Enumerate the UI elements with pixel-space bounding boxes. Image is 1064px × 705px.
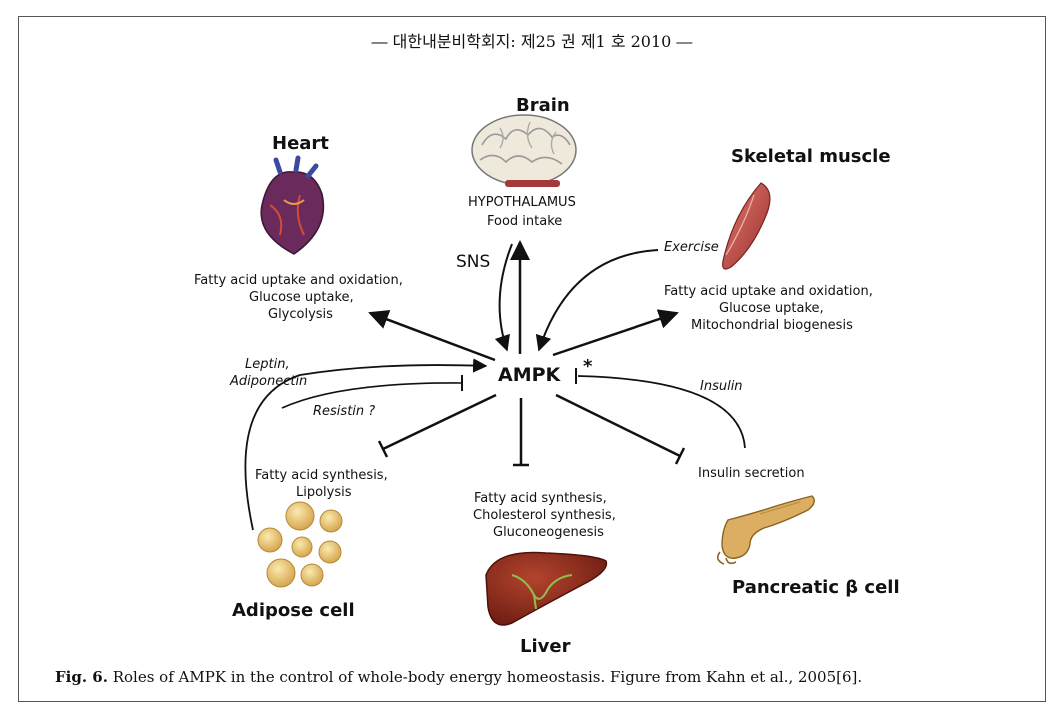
adipose-effect-1: Fatty acid synthesis,	[255, 468, 388, 483]
inhibit-liver	[513, 398, 529, 467]
leptin-label: Leptin,	[245, 357, 290, 372]
caption-text: Roles of AMPK in the control of whole-bo…	[107, 668, 863, 686]
muscle-effect-3: Mitochondrial biogenesis	[691, 318, 853, 333]
brain-title: Brain	[516, 95, 570, 116]
insulin-secretion-label: Insulin secretion	[698, 466, 805, 481]
muscle-effect-2: Glucose uptake,	[719, 301, 824, 316]
liver-effect-2: Cholesterol synthesis,	[473, 508, 616, 523]
exercise-label: Exercise	[664, 240, 719, 255]
liver-effect-1: Fatty acid synthesis,	[474, 491, 607, 506]
insulin-inhibit	[575, 368, 746, 449]
exercise-arrow	[535, 249, 659, 352]
liver-effect-3: Gluconeogenesis	[493, 525, 604, 540]
heart-effect-3: Glycolysis	[268, 307, 333, 322]
heart-effect-2: Glucose uptake,	[249, 290, 354, 305]
pancreas-title: Pancreatic β cell	[732, 577, 900, 598]
muscle-illustration	[722, 182, 771, 270]
liver-illustration	[485, 551, 608, 626]
ampk-label: AMPK	[498, 364, 561, 386]
journal-header: ― 대한내분비학회지: 제25 권 제1 호 2010 ―	[371, 32, 693, 51]
figure-caption: Fig. 6. Roles of AMPK in the control of …	[55, 668, 862, 686]
resistin-inhibit	[281, 375, 463, 409]
adipose-title: Adipose cell	[232, 600, 355, 621]
ampk-star: *	[583, 356, 593, 377]
heart-effect-1: Fatty acid uptake and oxidation,	[194, 273, 403, 288]
caption-label: Fig. 6.	[55, 668, 108, 686]
arrow-to-muscle	[552, 309, 679, 357]
adiponectin-label: Adiponectin	[230, 374, 308, 389]
brain-hypothalamus: HYPOTHALAMUS	[468, 195, 576, 210]
pancreas-illustration	[716, 495, 815, 565]
inhibit-adipose	[377, 393, 497, 458]
adipose-illustration	[257, 501, 343, 588]
brain-illustration	[471, 114, 577, 187]
sns-arrow	[494, 243, 513, 352]
heart-illustration	[260, 155, 325, 255]
brain-food-intake: Food intake	[487, 214, 563, 229]
muscle-title: Skeletal muscle	[731, 146, 891, 167]
sns-label: SNS	[456, 252, 491, 272]
resistin-label: Resistin ?	[313, 404, 376, 419]
inhibit-pancreas	[555, 393, 686, 465]
liver-title: Liver	[520, 636, 571, 657]
arrow-to-heart	[368, 309, 496, 362]
leptin-arrow	[244, 358, 488, 531]
heart-title: Heart	[272, 133, 329, 154]
insulin-label: Insulin	[700, 379, 743, 394]
adipose-effect-2: Lipolysis	[296, 485, 352, 500]
muscle-effect-1: Fatty acid uptake and oxidation,	[664, 284, 873, 299]
figure-frame	[18, 16, 1046, 702]
